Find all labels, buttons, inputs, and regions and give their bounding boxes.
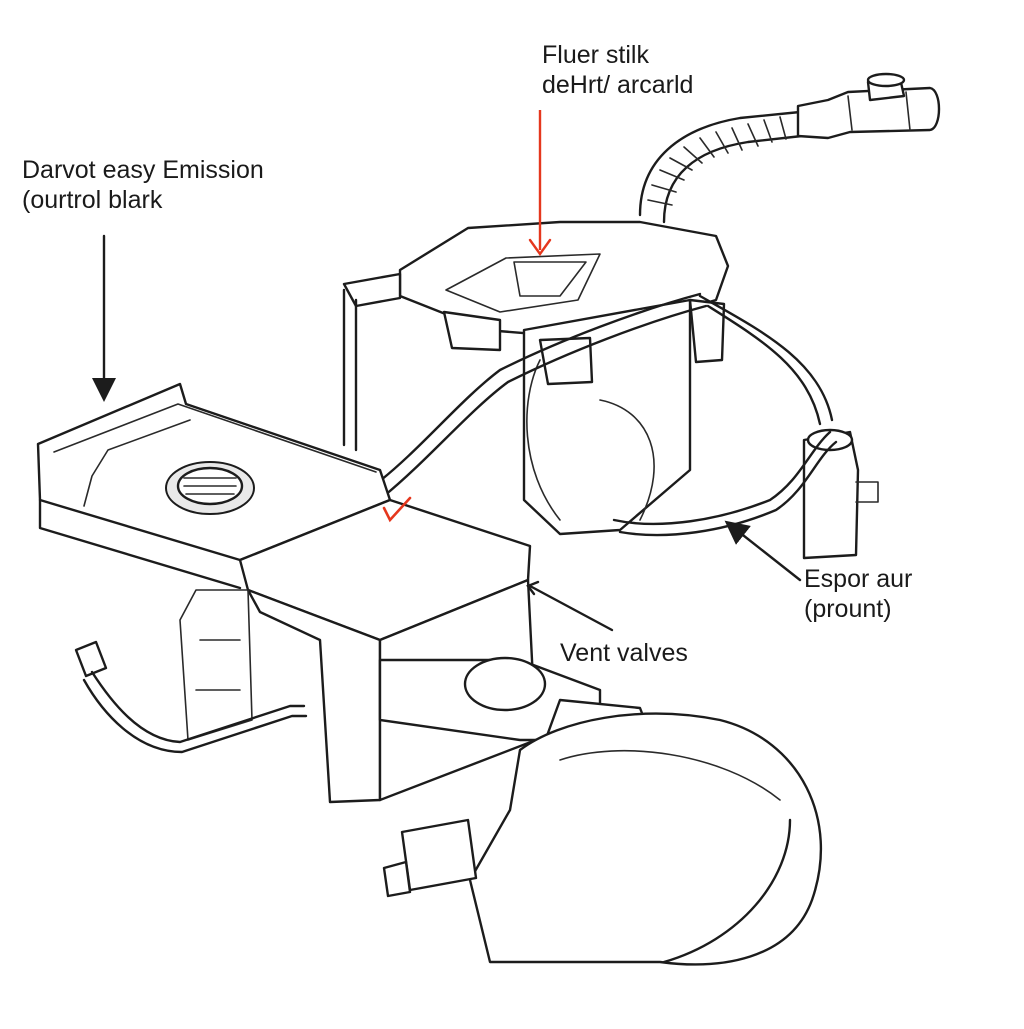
espor-arrow [724,520,802,582]
emission-control-box [36,382,392,590]
fuel-label-line2: deHrt/ arcarld [542,71,694,99]
espor-label-line1: Espor aur [804,565,913,593]
large-housing [382,712,823,966]
filler-hose [638,110,804,224]
filler-neck-cap [796,72,941,140]
emission-control-cap [165,461,255,515]
emission-control-label: Darvot easy Emission (ourtrol blark [22,155,264,215]
fuel-filler-label: Fluer stilk deHrt/ arcarld [542,40,693,100]
espor-label-line2: (prount) [804,595,892,623]
pointer-arrows [92,110,802,632]
vent-valves-label: Vent valves [560,638,688,668]
fuel-tank [342,220,730,536]
vapor-lines [374,292,838,537]
vent-label-text: Vent valves [560,639,688,667]
fuel-label-line1: Fluer stilk [542,41,649,69]
tank-red-check [382,496,412,523]
emission-label-line1: Darvot easy Emission [22,156,264,184]
vent-arrow [528,584,614,632]
emission-label-line2: (ourtrol blark [22,186,163,214]
vent-arrow-head [526,580,540,596]
left-fitting [74,640,308,754]
espor-label: Espor aur (prount) [804,564,912,624]
fuel-arrow-head [528,238,552,257]
